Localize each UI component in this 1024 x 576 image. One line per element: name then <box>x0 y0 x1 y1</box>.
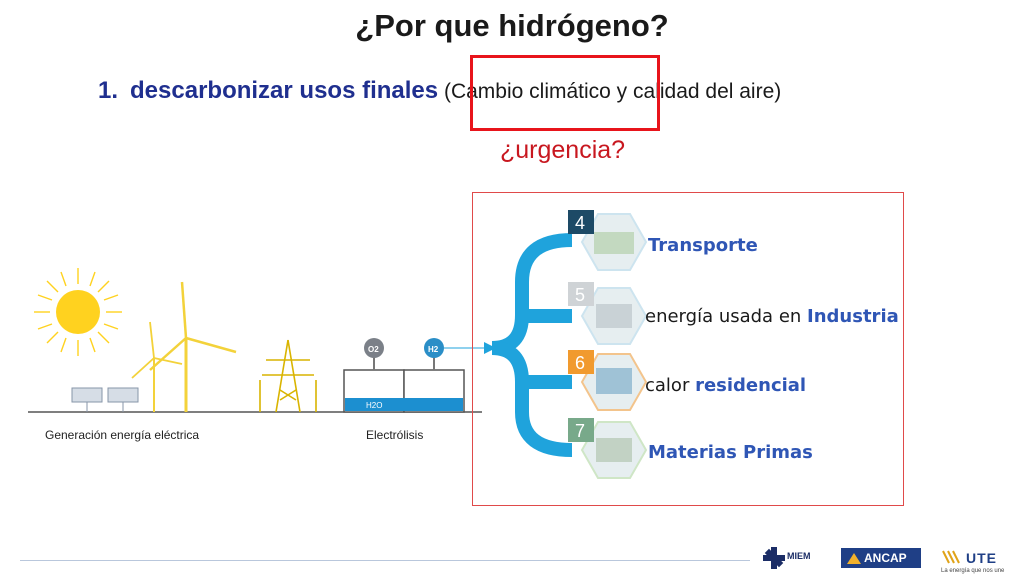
arrow-right-icon <box>484 342 496 354</box>
end-use-industry: energía usada en Industria <box>645 306 899 327</box>
transport-icon: 4 <box>568 210 648 271</box>
end-uses-panel <box>472 192 904 506</box>
end-use-prefix: calor <box>645 375 696 396</box>
ancap-logo <box>841 548 921 568</box>
h2-label: H2 <box>428 345 439 354</box>
highlight-box <box>470 55 660 131</box>
solar-panels-icon <box>71 387 139 412</box>
raw-materials-icon: 7 <box>568 418 648 479</box>
end-use-highlight: Materias Primas <box>648 442 813 463</box>
footer-divider <box>20 560 750 561</box>
end-use-transport: Transporte <box>648 235 758 256</box>
water-label: H2O <box>366 401 382 410</box>
bullet-main-text: descarbonizar usos finales <box>130 77 439 104</box>
residential-heat-icon: 6 <box>568 350 648 411</box>
ute-logo-icon <box>942 550 960 564</box>
end-use-raw-materials: Materias Primas <box>648 442 813 463</box>
sun-icon <box>34 268 122 356</box>
end-use-highlight: residencial <box>695 375 807 396</box>
end-use-residential: calor residencial <box>645 375 806 396</box>
power-pylon-icon <box>259 339 317 413</box>
generation-caption: Generación energía eléctrica <box>45 428 200 442</box>
bullet-point: 1. descarbonizar usos finales (Cambio cli… <box>98 77 781 105</box>
distribution-pipe <box>491 233 573 457</box>
use-number-3: 7 <box>575 421 585 441</box>
ancap-logo-text: ANCAP <box>864 551 907 565</box>
end-uses-diagram: 4 5 6 7 <box>491 210 648 479</box>
end-use-prefix: energía usada en <box>645 306 808 327</box>
bullet-highlight-text: Cambio climático <box>450 80 611 103</box>
ute-logo-text: UTE <box>966 550 997 566</box>
urgency-text: ¿urgencia? <box>500 136 626 164</box>
generation-diagram: O2 H2 H2O <box>28 268 496 413</box>
miem-logo-text: MIEM <box>787 551 811 561</box>
end-use-highlight: Transporte <box>648 235 758 256</box>
wind-turbine-icon <box>131 281 237 412</box>
slide-title: ¿Por que hidrógeno? <box>355 8 669 43</box>
end-use-highlight: Industria <box>807 306 899 327</box>
electrolysis-caption: Electrólisis <box>366 428 424 442</box>
use-number-2: 6 <box>575 353 585 373</box>
bullet-paren-open: ( <box>438 80 451 103</box>
ancap-triangle-icon <box>847 553 861 564</box>
use-number-0: 4 <box>575 213 585 233</box>
industry-icon: 5 <box>568 282 648 345</box>
miem-logo-icon <box>763 547 785 569</box>
ute-tagline: La energía que nos une <box>941 568 1005 574</box>
electrolyser-icon <box>343 338 465 413</box>
use-number-1: 5 <box>575 285 585 305</box>
o2-label: O2 <box>368 345 379 354</box>
bullet-number: 1. <box>98 77 119 104</box>
